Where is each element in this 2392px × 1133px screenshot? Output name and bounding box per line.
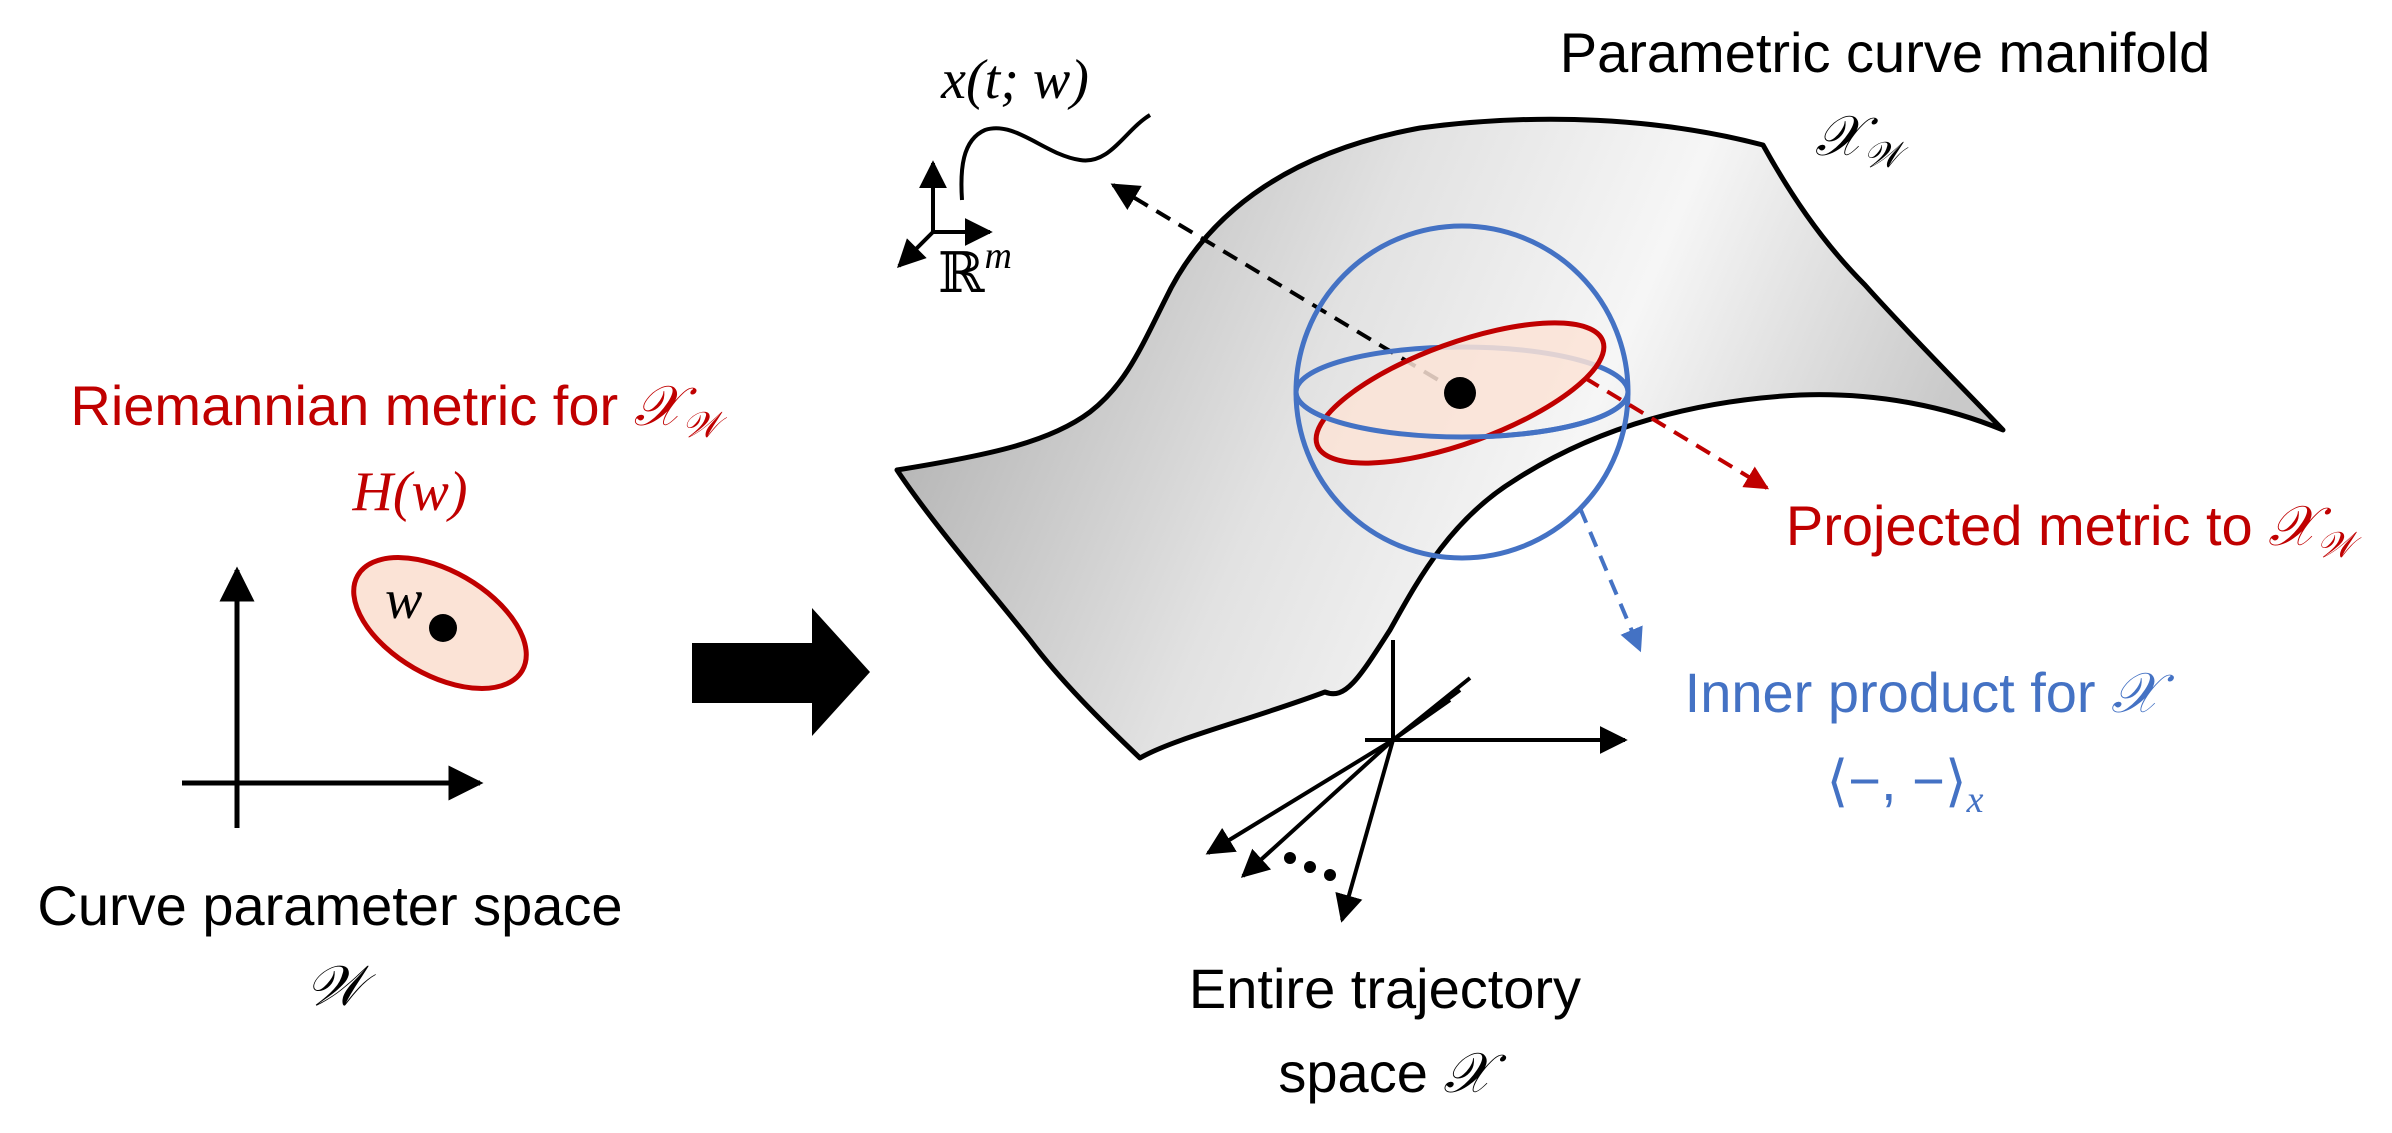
trajectory-axes-icon	[1205, 640, 1628, 923]
inner-product-label: Inner product for 𝒳	[1685, 661, 2175, 725]
point-label: w	[385, 569, 422, 631]
block-right-arrow-icon	[692, 608, 870, 736]
inner-product-formula: ⟨−, −⟩x	[1826, 749, 1983, 821]
left-panel: Riemannian metric for 𝒳𝒲 H(w) w Curve pa…	[37, 374, 727, 1018]
curve-label: x(t; w)	[940, 49, 1089, 111]
sample-curve	[959, 113, 1152, 201]
manifold-symbol: 𝒳𝒲	[1815, 106, 1909, 175]
curve-mapping-arrow	[1110, 183, 1462, 395]
parameter-point	[429, 614, 457, 642]
coordinate-axes-icon	[897, 160, 993, 268]
metric-value: H(w)	[351, 461, 467, 523]
projected-metric-label: Projected metric to 𝒳𝒲	[1786, 494, 2363, 565]
trajectory-label-line1: Entire trajectory	[1189, 957, 1581, 1020]
sphere-equator-front	[1293, 391, 1631, 440]
space-label: Curve parameter space	[37, 874, 622, 937]
trajectory-label-line2: space 𝒳	[1278, 1041, 1507, 1105]
manifold-label: Parametric curve manifold	[1560, 21, 2210, 84]
space-symbol: 𝒲	[306, 956, 377, 1018]
right-panel: x(t; w) ℝm	[894, 21, 2363, 1105]
metric-title: Riemannian metric for 𝒳𝒲	[70, 374, 727, 445]
inner-product-arrow	[1578, 507, 1643, 653]
axes-label: ℝm	[938, 235, 1012, 306]
manifold-point	[1444, 377, 1476, 409]
projected-metric-arrow	[1583, 376, 1770, 490]
